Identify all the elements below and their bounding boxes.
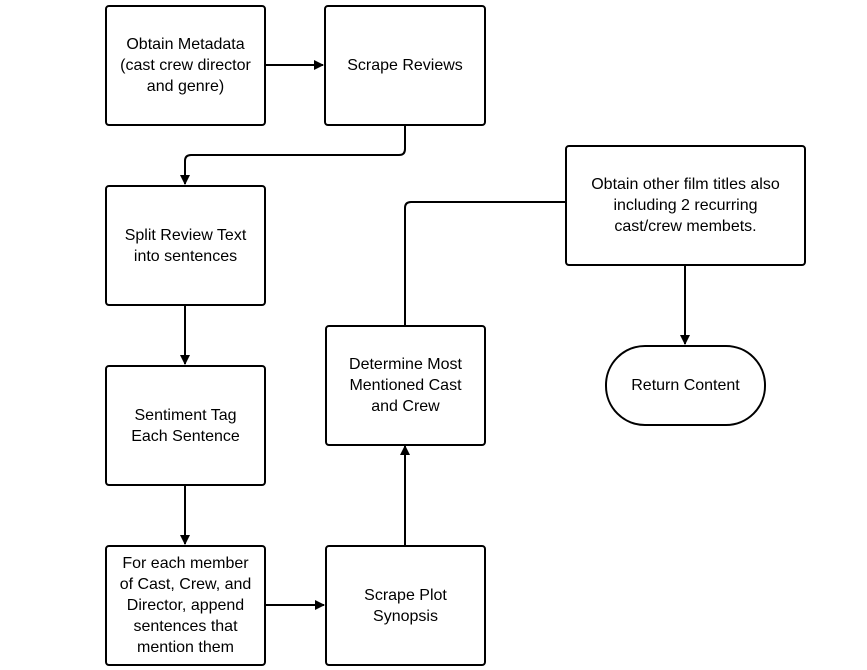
edge-determine-to-other [404, 197, 580, 325]
node-obtain-metadata-label: Obtain Metadata (cast crew director and … [120, 36, 251, 95]
node-for-each-member[interactable]: For each member of Cast, Crew, and Direc… [105, 545, 266, 666]
node-obtain-other-label: Obtain other film titles also including … [591, 176, 780, 235]
node-return-content-label: Return Content [631, 377, 740, 394]
node-sentiment-tag[interactable]: Sentiment Tag Each Sentence [105, 365, 266, 486]
node-sentiment-tag-label: Sentiment Tag Each Sentence [131, 406, 240, 445]
node-obtain-other[interactable]: Obtain other film titles also including … [565, 145, 806, 266]
node-return-content[interactable]: Return Content [605, 345, 766, 426]
node-scrape-reviews-label: Scrape Reviews [347, 57, 463, 74]
node-scrape-plot[interactable]: Scrape Plot Synopsis [325, 545, 486, 666]
node-determine-most-label: Determine Most Mentioned Cast and Crew [349, 356, 462, 415]
node-for-each-member-label: For each member of Cast, Crew, and Direc… [119, 555, 252, 656]
node-split-review[interactable]: Split Review Text into sentences [105, 185, 266, 306]
node-scrape-plot-label: Scrape Plot Synopsis [364, 586, 447, 625]
node-split-review-label: Split Review Text into sentences [124, 226, 247, 265]
node-determine-most[interactable]: Determine Most Mentioned Cast and Crew [325, 325, 486, 446]
node-obtain-metadata[interactable]: Obtain Metadata (cast crew director and … [105, 5, 266, 126]
node-scrape-reviews[interactable]: Scrape Reviews [324, 5, 486, 126]
edge-reviews-to-split [180, 126, 406, 185]
